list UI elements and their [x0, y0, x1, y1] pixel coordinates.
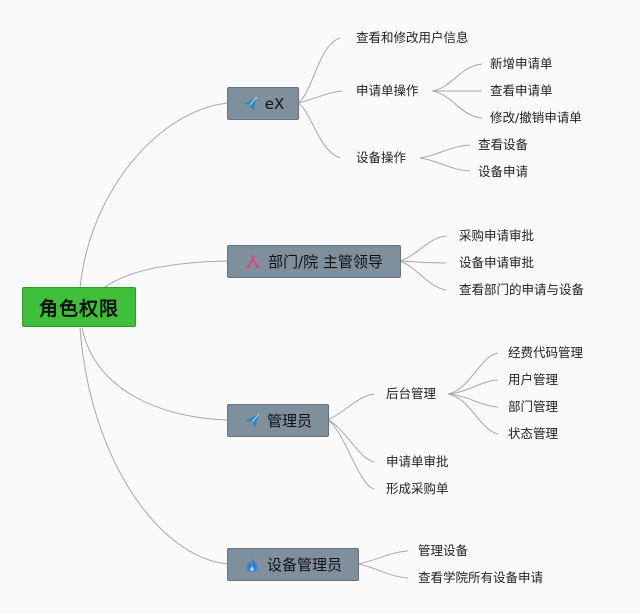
connector-root-to-leader	[103, 260, 229, 289]
connector-backend-to-status	[447, 393, 499, 435]
leaf-device-application[interactable]: 设备申请	[478, 164, 529, 179]
leaf-status-management[interactable]: 状态管理	[508, 426, 559, 441]
branch-label-ex: eX	[264, 94, 285, 113]
leaf-funding-code-management[interactable]: 经费代码管理	[508, 345, 584, 360]
leaf-view-department-applications[interactable]: 查看部门的申请与设备	[459, 282, 585, 297]
root-node[interactable]: 角色权限	[22, 287, 136, 327]
leaf-purchase-approval[interactable]: 采购申请审批	[459, 228, 535, 243]
connector-leader-to-view-dept	[399, 260, 447, 291]
connector-device-admin-to-manage	[357, 550, 409, 565]
leaf-department-management[interactable]: 部门管理	[508, 399, 559, 414]
leaf-application-operations[interactable]: 申请单操作	[356, 83, 419, 98]
leaf-user-management[interactable]: 用户管理	[508, 372, 559, 387]
connector-device-ops-to-apply	[419, 157, 471, 172]
branch-label-device-administrator: 设备管理员	[266, 556, 342, 574]
connector-device-admin-to-view-all	[357, 563, 409, 579]
connector-app-ops-to-new	[431, 63, 483, 92]
leaf-application-approval[interactable]: 申请单审批	[386, 454, 449, 469]
paper-plane-icon	[242, 96, 258, 112]
connector-device-ops-to-view	[419, 144, 471, 159]
leaf-modify-cancel-application[interactable]: 修改/撤销申请单	[490, 110, 582, 125]
leaf-view-application[interactable]: 查看申请单	[490, 83, 553, 98]
leaf-view-device[interactable]: 查看设备	[478, 137, 529, 152]
connector-root-to-device-admin	[79, 327, 229, 565]
leaf-view-all-college-device-applications[interactable]: 查看学院所有设备申请	[418, 570, 544, 585]
connector-leader-to-purchase	[399, 235, 447, 262]
connector-admin-to-backend	[327, 393, 375, 421]
leaf-device-operations[interactable]: 设备操作	[356, 150, 407, 165]
connector-backend-to-dept	[447, 393, 499, 408]
connector-app-ops-to-modify	[431, 90, 483, 119]
people-icon	[245, 254, 261, 270]
branch-node-ex[interactable]: eX	[227, 87, 299, 120]
connector-ex-to-device-ops	[297, 102, 341, 159]
connector-backend-to-users	[447, 379, 499, 395]
connector-root-to-ex	[79, 102, 229, 289]
leaf-backend-management[interactable]: 后台管理	[386, 386, 437, 401]
connector-backend-to-funding	[447, 352, 499, 395]
leaf-create-purchase-order[interactable]: 形成采购单	[386, 481, 449, 496]
connector-leader-to-device-approval	[399, 260, 447, 264]
paper-plane-icon	[244, 413, 260, 429]
connector-admin-to-approve	[327, 419, 375, 463]
connector-ex-to-app-ops	[297, 90, 343, 104]
leaf-device-approval[interactable]: 设备申请审批	[459, 255, 535, 270]
connector-root-to-admin	[81, 327, 229, 421]
branch-node-administrator[interactable]: 管理员	[227, 404, 329, 437]
connector-admin-to-purchase-order	[327, 419, 375, 490]
branch-label-department-leader: 部门/院 主管领导	[268, 253, 383, 271]
connector-ex-to-view-user	[297, 37, 341, 104]
branch-node-device-administrator[interactable]: 设备管理员	[227, 548, 359, 581]
flame-icon	[244, 557, 260, 573]
leaf-view-modify-user-info[interactable]: 查看和修改用户信息	[356, 30, 469, 45]
leaf-manage-devices[interactable]: 管理设备	[418, 543, 469, 558]
branch-node-department-leader[interactable]: 部门/院 主管领导	[227, 245, 401, 278]
branch-label-administrator: 管理员	[266, 412, 312, 430]
leaf-new-application[interactable]: 新增申请单	[490, 56, 553, 71]
